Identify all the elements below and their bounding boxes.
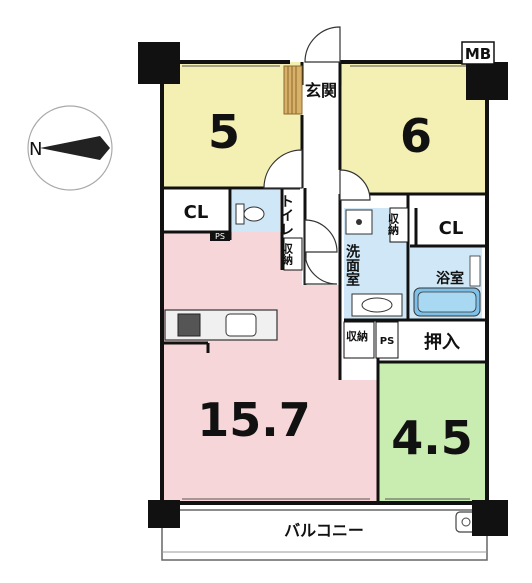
storage-ldk <box>343 321 375 359</box>
shoe-storage <box>283 65 303 115</box>
closet-right <box>418 208 485 244</box>
shower-icon <box>469 255 481 287</box>
closet-right-label: CL <box>439 218 464 239</box>
toilet-icon <box>243 206 265 222</box>
compass-north-label: N <box>29 139 42 160</box>
room-6-label: 6 <box>400 109 432 163</box>
storage-toilet-label: 収納 <box>281 243 294 266</box>
compass: N <box>27 105 113 191</box>
oshiire-label: 押入 <box>424 331 460 353</box>
ps-right-box <box>375 321 399 359</box>
storage-washroom <box>389 207 409 243</box>
room-6-fill <box>340 62 487 194</box>
sink-icon <box>225 313 257 337</box>
room-4-5-label: 4.5 <box>391 411 473 465</box>
ldk-fill <box>162 232 378 503</box>
bathroom-label: 浴室 <box>436 270 464 287</box>
compass-needle <box>40 136 110 160</box>
mb-box <box>461 41 495 65</box>
room-5-label: 5 <box>208 105 240 159</box>
storage-washroom-label: 収納 <box>387 213 400 236</box>
entrance-door <box>304 26 341 63</box>
closet-left-label: CL <box>184 202 209 223</box>
ps-left-box <box>210 231 230 241</box>
oshiire <box>400 322 484 360</box>
door-arcs <box>263 149 371 285</box>
closet-left <box>164 190 228 230</box>
entrance-label: 玄関 <box>305 81 337 100</box>
pillars <box>138 42 508 536</box>
stove-icon <box>177 313 201 337</box>
storage-toilet <box>283 237 303 271</box>
ps-right-label: PS <box>380 336 395 347</box>
balcony-label: バルコニー <box>284 521 364 540</box>
balcony <box>161 509 488 561</box>
mb-label: MB <box>465 45 491 63</box>
ldk-label: 15.7 <box>197 393 311 447</box>
washroom-label: 洗面室 <box>344 243 360 286</box>
room-4-5-fill <box>378 362 487 503</box>
ps-left-label: PS <box>215 232 225 241</box>
storage-ldk-label: 収納 <box>346 329 368 343</box>
hallway-fill <box>302 85 342 285</box>
toilet-label: トイレ <box>278 194 294 236</box>
